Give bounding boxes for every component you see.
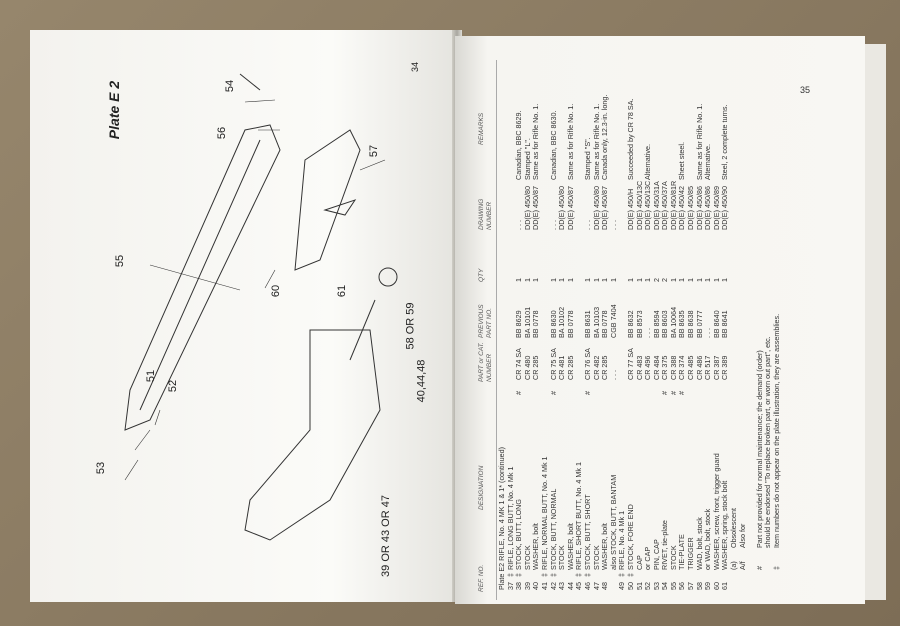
cell-qty: 1 [720, 278, 730, 282]
cell-part: CR 389 [720, 355, 730, 380]
callout-56: 56 [216, 126, 229, 140]
trigger-drawing [323, 199, 357, 216]
parts-list-table: REF. NO. DESIGNATION PART or CAT. NUMBER… [470, 60, 860, 600]
cell-rem: Steel, 2 complete turns. [720, 104, 730, 180]
cell-mk: ‡ [548, 573, 558, 577]
callout-54: 54 [224, 79, 237, 93]
pin-drawing [239, 73, 261, 91]
washer-drawing [378, 267, 398, 287]
page-number-left: 34 [410, 61, 421, 73]
cell-rem: Sheet steel. [677, 142, 687, 180]
header-drawing-number: DRAWING NUMBER [478, 198, 493, 230]
header-qty: QTY [478, 268, 485, 282]
cell-ref: 61 [720, 582, 730, 590]
stock-bolt-drawing [349, 299, 376, 361]
footnote-text: Also for [737, 523, 747, 548]
cell-rem: Canada only, 12.3-in. long. [600, 94, 610, 180]
cell-prev: BB 0778 [565, 310, 575, 338]
plate-title: Plate E 2 [106, 80, 123, 140]
footnote-symbol: ‡ [771, 566, 781, 570]
callout-58-or-59: 58 OR 59 [404, 302, 417, 350]
cell-part: . . . [608, 370, 618, 380]
footnote-symbol: A/f [737, 561, 747, 570]
callout-39-43-47: 39 OR 43 OR 47 [379, 495, 392, 577]
footnote-text: Item numbers do not appear on the plate … [771, 313, 781, 548]
exploded-parts-drawing [124, 73, 398, 541]
header-part-number: PART or CAT. NUMBER [478, 342, 493, 382]
footnote-symbol: # [754, 566, 764, 570]
cell-mk: ‡ [582, 573, 592, 577]
cell-drw: DD(E) 450/90 [720, 186, 730, 230]
callout-61: 61 [336, 284, 349, 298]
cell-drw: . . . [608, 220, 618, 230]
cell-rem: Same as for Rifle No. 1. [531, 103, 541, 180]
cell-hash: # [582, 391, 592, 395]
cell-mk: ‡ [625, 573, 635, 577]
cell-rem: Succeeded by CR 78 SA. [625, 98, 635, 180]
tie-plate-drawing [294, 129, 361, 271]
cell-prev: BB 0778 [531, 310, 541, 338]
cell-rem: Canadian, BBC 8630. [548, 110, 558, 180]
callout-51: 51 [145, 369, 158, 383]
cell-qty: 1 [531, 278, 541, 282]
callout-40-44-48: 40,44,48 [415, 359, 428, 403]
leader-lines [124, 99, 386, 481]
header-previous-part: PREVIOUS PART NO. [478, 304, 493, 338]
table-rows: Plate E2 RIFLE, No. 4 MK 1 & 1* (continu… [497, 60, 730, 600]
callout-55: 55 [114, 254, 127, 268]
cell-drw: DD(E) 450/87 [565, 186, 575, 230]
header-ref: REF. NO. [478, 564, 485, 592]
cell-hash: # [514, 391, 524, 395]
header-designation: DESIGNATION [478, 465, 485, 510]
callout-52: 52 [167, 379, 180, 393]
callout-53: 53 [95, 461, 108, 475]
callout-60: 60 [270, 284, 283, 298]
header-remarks: REMARKS [478, 112, 485, 145]
cell-part: CR 285 [531, 355, 541, 380]
cell-rem: Alternative. [643, 144, 653, 180]
cell-part: CR 285 [565, 355, 575, 380]
right-page [455, 36, 865, 604]
butt-stock-drawing [244, 329, 381, 541]
fore-end-stock-drawing [124, 124, 281, 431]
cell-qty: 1 [608, 278, 618, 282]
cell-ref: 48 [600, 582, 610, 590]
callout-57: 57 [368, 144, 381, 158]
cell-hash: # [677, 391, 687, 395]
left-page: Plate E 2 34 54 56 57 55 60 61 58 OR 59 … [30, 30, 462, 602]
cell-prev: BB 8641 [720, 310, 730, 338]
cell-qty: 1 [565, 278, 575, 282]
cell-rem: Same as for Rifle No. 1. [565, 103, 575, 180]
cell-prev: CGB 7404 [608, 304, 618, 338]
cell-hash: # [548, 391, 558, 395]
cell-drw: DD(E) 450/87 [531, 186, 541, 230]
cell-rem: Alternative. [703, 144, 713, 180]
cell-mk: ‡ [514, 573, 524, 577]
page-number-right: 35 [799, 84, 811, 95]
